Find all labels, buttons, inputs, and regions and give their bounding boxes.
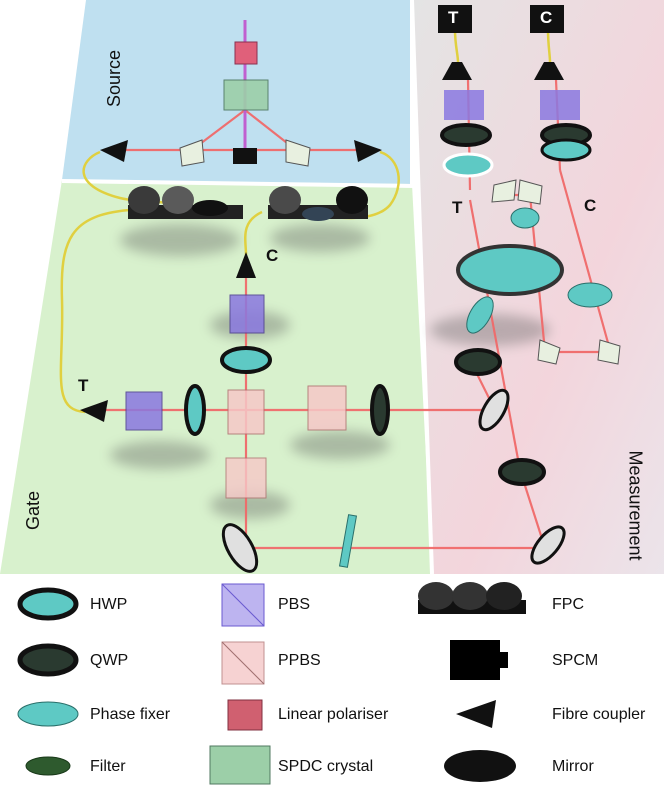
gate-ppbs-right bbox=[308, 386, 346, 430]
meas-hwp-c bbox=[542, 140, 590, 160]
legend-hwp-icon bbox=[20, 590, 76, 618]
gate-qwp bbox=[372, 386, 388, 434]
region-label-measurement: Measurement bbox=[625, 450, 646, 560]
legend-mirror-label: Mirror bbox=[552, 758, 594, 776]
linear-polariser bbox=[235, 42, 257, 64]
legend-qwp-label: QWP bbox=[90, 652, 128, 670]
beam-t-label: T bbox=[452, 198, 462, 218]
legend-linear-polariser-label: Linear polariser bbox=[278, 706, 388, 724]
meas-pbs-t bbox=[444, 90, 484, 120]
legend-phase-fixer-label: Phase fixer bbox=[90, 706, 170, 724]
gate-hwp-t bbox=[186, 386, 204, 434]
legend-linear-polariser-icon bbox=[228, 700, 262, 730]
meas-hwp-t bbox=[444, 154, 492, 176]
gate-hwp-c bbox=[222, 348, 270, 372]
spdc-crystal bbox=[224, 80, 268, 110]
legend-fibre-coupler-label: Fibre coupler bbox=[552, 706, 645, 724]
gate-pbs-c bbox=[230, 295, 264, 333]
detector-c-label: C bbox=[540, 8, 552, 28]
beam-dump bbox=[233, 148, 257, 164]
legend-spdc-crystal-label: SPDC crystal bbox=[278, 758, 373, 776]
gate-ppbs-center bbox=[228, 390, 264, 434]
legend-mirror-icon bbox=[444, 750, 516, 782]
legend-fibre-coupler-icon bbox=[456, 700, 496, 728]
beam-c-label: C bbox=[584, 196, 596, 216]
region-label-gate: Gate bbox=[23, 491, 44, 530]
legend-pbs-label: PBS bbox=[278, 596, 310, 614]
legend-filter-label: Filter bbox=[90, 758, 126, 776]
meas-qwp-t bbox=[442, 125, 490, 145]
region-label-source: Source bbox=[104, 50, 125, 107]
meas-qwp-t-lower bbox=[456, 350, 500, 374]
gate-c-label: C bbox=[266, 246, 278, 266]
legend-filter-icon bbox=[26, 757, 70, 775]
legend-fpc-label: FPC bbox=[552, 596, 584, 614]
legend-spdc-crystal-icon bbox=[210, 746, 270, 784]
meas-phase-fixer-small bbox=[511, 208, 539, 228]
legend-ppbs-label: PPBS bbox=[278, 652, 321, 670]
gate-ppbs-lower bbox=[226, 458, 266, 498]
meas-qwp-return bbox=[500, 460, 544, 484]
legend-qwp-icon bbox=[20, 646, 76, 674]
detector-t-label: T bbox=[448, 8, 458, 28]
legend-fpc-icon bbox=[418, 582, 526, 614]
meas-pbs-c bbox=[540, 90, 580, 120]
gate-pbs-t bbox=[126, 392, 162, 430]
legend-phase-fixer-icon bbox=[18, 702, 78, 726]
legend-spcm-label: SPCM bbox=[552, 652, 598, 670]
legend-spcm-icon bbox=[450, 640, 508, 680]
legend-hwp-label: HWP bbox=[90, 596, 127, 614]
gate-t-label: T bbox=[78, 376, 88, 396]
meas-phase-fixer-large bbox=[458, 246, 562, 294]
meas-hwp-c-lower bbox=[568, 283, 612, 307]
